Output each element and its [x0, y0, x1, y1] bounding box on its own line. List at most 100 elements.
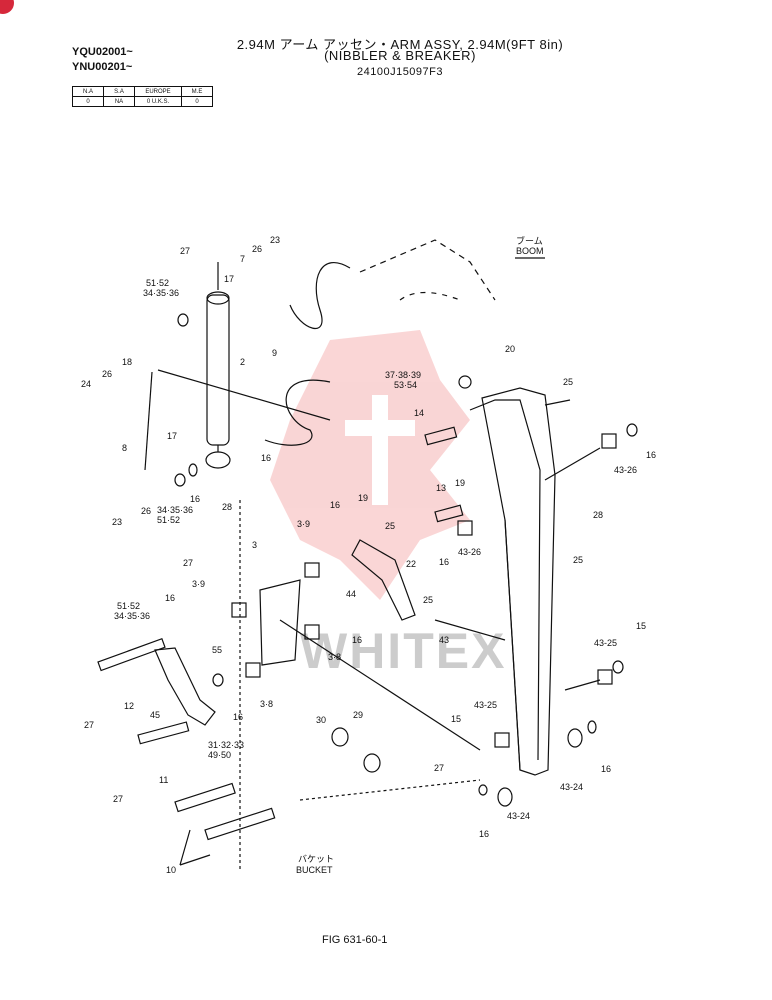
callout-label: 37·38·39: [385, 370, 421, 380]
callout-label: 26: [252, 244, 262, 254]
ring-29-b: [363, 753, 381, 773]
callout-label: 25: [563, 377, 573, 387]
callout-label: 28: [593, 510, 603, 520]
part-number: 24100J15097F3: [356, 66, 443, 78]
callout-label: 34·35·36: [143, 288, 179, 298]
callout-label: 43-25: [594, 638, 617, 648]
callout-label: 17: [167, 431, 177, 441]
boom-outline-inner: [399, 291, 461, 301]
serial-range-2: YNU00201~: [72, 61, 133, 73]
diagram-subtitle: (NIBBLER & BREAKER): [324, 48, 476, 63]
callout-label: 31·32·33: [208, 740, 244, 750]
ring-29-a: [331, 727, 349, 747]
washer-15: [612, 660, 624, 674]
callout-label: 43-24: [560, 782, 583, 792]
callout-label: 3·9: [297, 519, 310, 529]
bushing-3-8-a: [304, 624, 320, 640]
leader-line: [564, 679, 601, 691]
callout-label: 51·52: [157, 515, 180, 525]
callout-label: 3·8: [260, 699, 273, 709]
callout-label: 14: [414, 408, 424, 418]
washer-16-right: [626, 423, 638, 437]
callout-label: 15: [451, 714, 461, 724]
callout-label: 16: [439, 557, 449, 567]
pin-10-a: [174, 782, 236, 813]
callout-label: 24: [81, 379, 91, 389]
bushing-43-24-b: [497, 787, 513, 807]
corner-marker-icon: [0, 0, 14, 14]
callout-label: 23: [270, 235, 280, 245]
callout-label: 8: [122, 443, 127, 453]
callout-label: 28: [222, 502, 232, 512]
callout-label: 43: [439, 635, 449, 645]
callout-label: 16: [601, 764, 611, 774]
callout-label: 26: [141, 506, 151, 516]
callout-label: 49·50: [208, 750, 231, 760]
callout-label: 3: [252, 540, 257, 550]
bushing-43-25-b: [494, 732, 510, 748]
pin-10-b: [204, 807, 276, 841]
boom-label-jp: ブーム: [516, 235, 543, 246]
cylinder-top-eye: [206, 291, 230, 305]
callout-label: 30: [316, 715, 326, 725]
link-44: [351, 539, 416, 621]
bushing-3-9-b: [231, 602, 247, 618]
callout-label: 25: [385, 521, 395, 531]
callout-label: 43-26: [614, 465, 637, 475]
leader-line: [544, 447, 601, 481]
watermark-text: WHITEX: [300, 623, 506, 679]
bushing-43-25-a: [597, 669, 613, 685]
callout-label: 43-26: [458, 547, 481, 557]
callout-label: 11: [159, 775, 168, 785]
pin-12: [97, 637, 166, 672]
boom-outline: [359, 239, 496, 301]
callout-label: 20: [505, 344, 515, 354]
pin-11: [137, 721, 190, 745]
leader-line: [434, 619, 506, 641]
callout-label: 16: [190, 494, 200, 504]
callout-label: 16: [646, 450, 656, 460]
hydraulic-hose-upper: [289, 261, 351, 329]
tie-rod: [144, 371, 153, 471]
link-45: [154, 647, 216, 726]
callout-label: 53·54: [394, 380, 417, 390]
callout-label: 34·35·36: [114, 611, 150, 621]
callout-label: 19: [455, 478, 465, 488]
arm-body: [481, 387, 556, 776]
callout-label: 23: [112, 517, 122, 527]
callout-label: 44: [346, 589, 356, 599]
leader-line: [179, 829, 191, 866]
bushing-43-24-a: [567, 728, 583, 748]
washer-16: [188, 463, 198, 477]
callout-label: 17: [224, 274, 234, 284]
callout-label: 27: [183, 558, 193, 568]
callout-label: 27: [113, 794, 123, 804]
arm-body-edge: [469, 399, 541, 761]
shim-55: [212, 673, 224, 687]
shim-37-38-39: [458, 375, 472, 389]
callout-label: 45: [150, 710, 160, 720]
bucket-label: BUCKET: [296, 865, 333, 875]
serial-range-1: YQU02001~: [72, 46, 133, 58]
washer-16-bottom: [478, 784, 488, 796]
callout-label: 16: [261, 453, 271, 463]
callout-group: 27 23 7 26 17 51·52 34·35·36 2 9 18 26 2…: [81, 235, 656, 875]
callout-label: 51·52: [117, 601, 140, 611]
callout-label: 25: [423, 595, 433, 605]
callout-label: 22: [406, 559, 416, 569]
callout-label: 55: [212, 645, 222, 655]
callout-label: 9: [272, 348, 277, 358]
callout-label: 10: [166, 865, 176, 875]
callout-label: 16: [233, 712, 243, 722]
region-value: 0: [181, 96, 213, 107]
callout-label: 43-25: [474, 700, 497, 710]
callout-label: 25: [573, 555, 583, 565]
callout-label: 51·52: [146, 278, 169, 288]
arm-body-rear-edge: [504, 519, 521, 771]
callout-label: 27: [84, 720, 94, 730]
callout-label: 43-24: [507, 811, 530, 821]
bushing-3-8-b: [245, 662, 261, 678]
leader-line: [544, 399, 571, 406]
callout-label: 27: [434, 763, 444, 773]
